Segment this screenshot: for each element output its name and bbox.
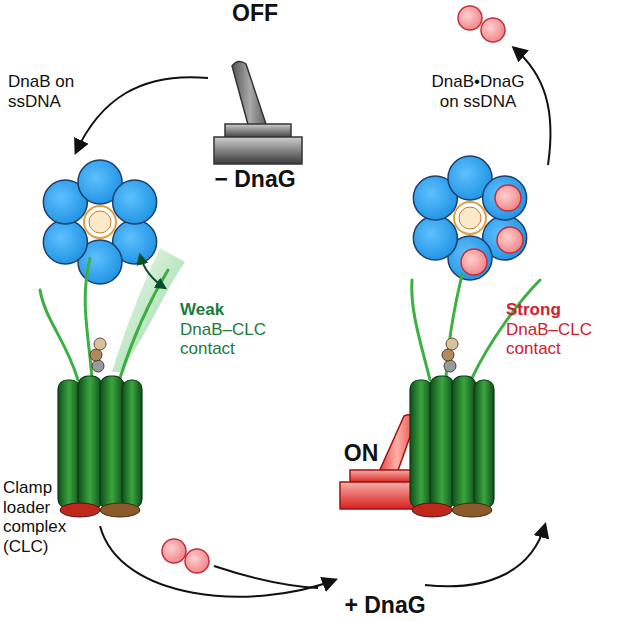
contact-label: Strong DnaB–CLC contact: [506, 300, 610, 359]
state-label: DnaB on ssDNA: [8, 72, 100, 111]
condition-label: + DnaG: [325, 592, 445, 618]
ssdna-core: [89, 211, 111, 233]
dnab-subunit: [43, 220, 87, 264]
ssdna-core: [459, 207, 481, 229]
off-switch: [214, 61, 302, 164]
part-label: Clamp loader complex (CLC): [3, 478, 83, 556]
ssdna-ring: [84, 206, 116, 238]
cycle-arrows: [76, 48, 551, 597]
ssdna-ring: [454, 202, 486, 234]
dnab-subunit: [413, 216, 457, 260]
condition-label: − DnaG: [190, 166, 320, 192]
switch-state: OFF: [205, 0, 305, 26]
contact-label: Weak DnaB–CLC contact: [180, 300, 280, 359]
weak-complex: [40, 160, 185, 517]
dnab-subunit: [483, 176, 527, 220]
switch-state: ON: [330, 440, 392, 466]
state-label: DnaB•DnaG on ssDNA: [426, 72, 530, 111]
dnab-subunit: [113, 180, 157, 224]
dnag-free: [162, 6, 505, 573]
